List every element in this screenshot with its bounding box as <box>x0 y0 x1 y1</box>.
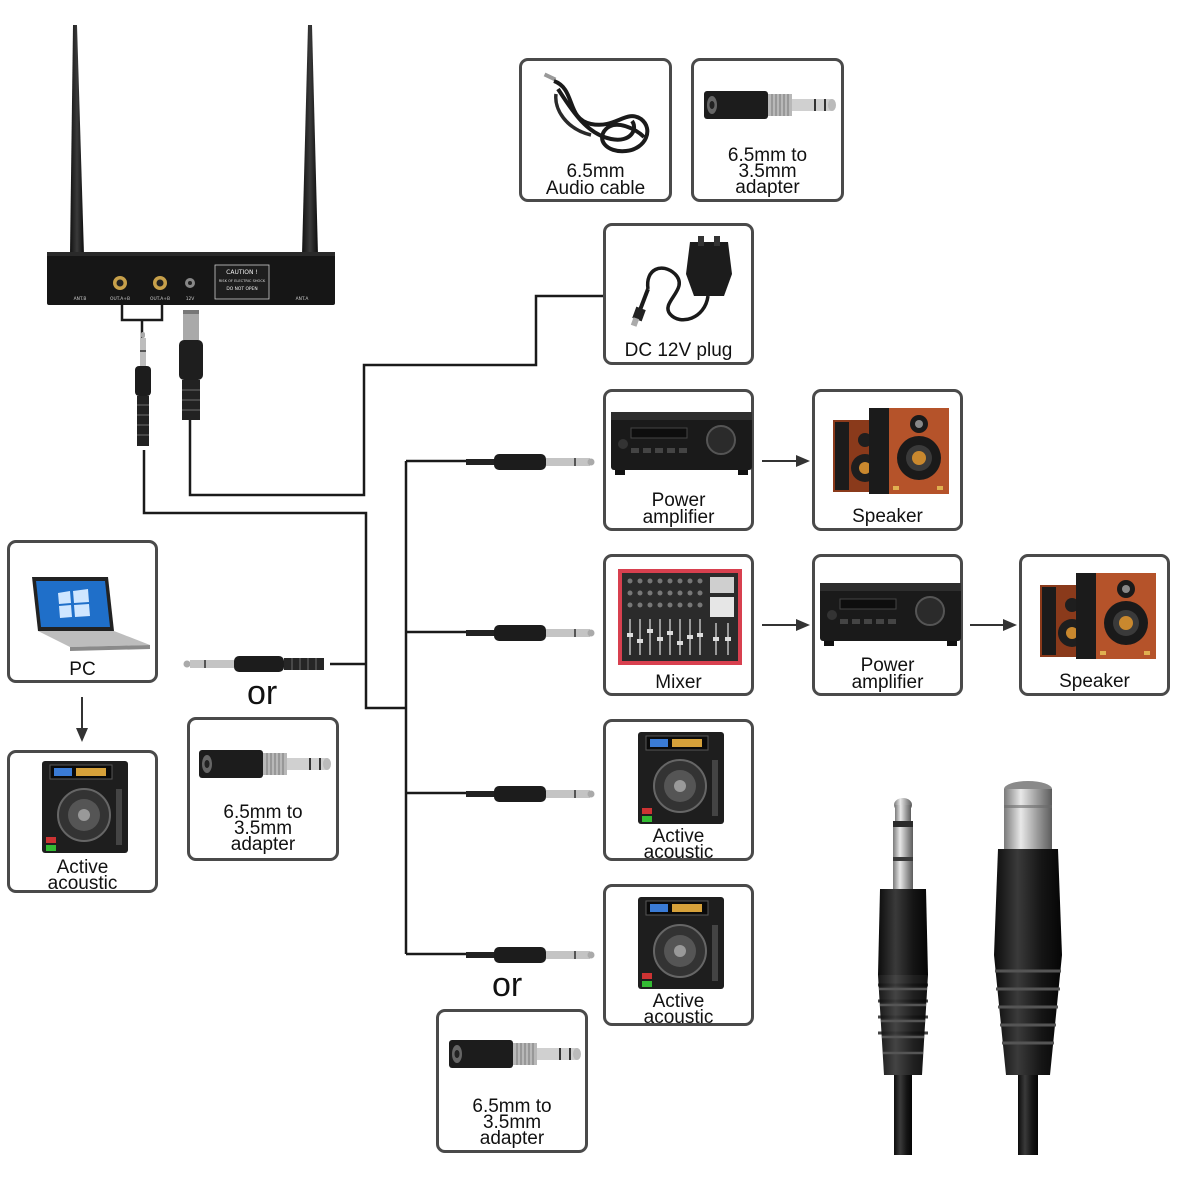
power-amp-2-caption-2: amplifier <box>851 672 924 693</box>
antenna-right-icon <box>302 25 318 255</box>
power-amp-2-caption-1: Power <box>860 655 915 676</box>
adapter-icon <box>449 1040 581 1068</box>
cd-player-icon <box>42 761 128 853</box>
audio-cable-caption-1: 6.5mm <box>566 161 625 182</box>
adapter-top-caption-1: 6.5mm to <box>727 145 808 166</box>
power-amp-box-1: Power amplifier <box>603 389 754 531</box>
audio-cable-icon <box>543 72 650 154</box>
port-label-12v: 12V <box>186 296 195 302</box>
power-amp-1-caption-2: amplifier <box>642 507 715 528</box>
speaker-icon <box>833 408 949 494</box>
adapter-left-caption-2: 3.5mm <box>233 818 293 839</box>
active-acoustic-2-caption-1: Active <box>652 991 705 1012</box>
pc-caption: PC <box>69 659 96 680</box>
adapter-bottom-caption-1: 6.5mm to <box>472 1096 552 1117</box>
port-label-out-1: OUT.A+B <box>110 296 130 302</box>
jack-cable-icon <box>183 656 324 672</box>
dc-plug-box: DC 12V plug <box>603 223 754 365</box>
active-acoustic-box-1: Active acoustic <box>603 719 754 863</box>
caution-warning: DO NOT OPEN <box>226 286 257 292</box>
wireless-receiver: CAUTION ! RISK OF ELECTRIC SHOCK DO NOT … <box>47 25 335 305</box>
audio-cable-caption-2: Audio cable <box>545 178 646 199</box>
jack-cable-icon <box>466 786 595 802</box>
laptop-icon <box>32 577 150 651</box>
plug-closeup-icon <box>878 781 1062 1155</box>
cd-player-icon <box>638 732 724 824</box>
dc-plug-caption: DC 12V plug <box>624 340 733 361</box>
port-label-ant-a: ANT.A <box>296 296 309 302</box>
jack-cable-icon <box>466 625 595 641</box>
active-acoustic-left-caption-1: Active <box>56 857 109 878</box>
active-acoustic-2-caption-2: acoustic <box>643 1007 714 1028</box>
jack-plug-icon <box>135 332 151 446</box>
active-acoustic-box-2: Active acoustic <box>603 884 754 1028</box>
power-amp-box-2: Power amplifier <box>812 554 963 696</box>
mixer-box: Mixer <box>603 554 754 696</box>
speaker-box-2: Speaker <box>1019 554 1170 696</box>
dc-plug-icon <box>179 310 203 420</box>
audio-cable-box: 6.5mm Audio cable <box>519 58 672 202</box>
speaker-icon <box>1040 573 1156 659</box>
adapter-left-caption-3: adapter <box>230 834 296 855</box>
pc-box: PC <box>7 540 158 683</box>
speaker-2-caption: Speaker <box>1059 671 1130 692</box>
power-amp-1-caption-1: Power <box>651 490 706 511</box>
adapter-top-caption-3: adapter <box>735 177 800 198</box>
caution-line: RISK OF ELECTRIC SHOCK <box>219 279 266 283</box>
adapter-box-bottom: 6.5mm to 3.5mm adapter <box>436 1009 588 1153</box>
adapter-icon <box>704 91 836 119</box>
power-amplifier-icon <box>820 583 961 646</box>
adapter-bottom-caption-2: 3.5mm <box>482 1112 542 1133</box>
power-amplifier-icon <box>611 412 752 475</box>
adapter-icon <box>199 750 331 778</box>
speaker-1-caption: Speaker <box>852 506 923 527</box>
or-label-bottom: or <box>492 966 523 1004</box>
or-label-left: or <box>247 674 278 712</box>
caution-title: CAUTION ! <box>226 269 258 276</box>
active-acoustic-1-caption-1: Active <box>652 826 705 847</box>
jack-cable-icon <box>466 947 595 963</box>
antenna-left-icon <box>70 25 84 255</box>
adapter-box-left: 6.5mm to 3.5mm adapter <box>187 717 339 861</box>
jack-cable-icon <box>466 454 595 470</box>
port-label-ant-b: ANT.B <box>74 296 87 302</box>
adapter-bottom-caption-3: adapter <box>479 1128 545 1149</box>
adapter-left-caption-1: 6.5mm to <box>223 802 303 823</box>
active-acoustic-left-caption-2: acoustic <box>47 873 118 894</box>
mixer-icon <box>618 569 742 665</box>
adapter-top-caption-2: 3.5mm <box>738 161 797 182</box>
active-acoustic-1-caption-2: acoustic <box>643 842 714 863</box>
mixer-caption: Mixer <box>655 672 702 693</box>
power-adapter-icon <box>630 236 732 327</box>
adapter-box-top: 6.5mm to 3.5mm adapter <box>691 58 844 202</box>
port-label-out-2: OUT.A+B <box>150 296 170 302</box>
cd-player-icon <box>638 897 724 989</box>
speaker-box-1: Speaker <box>812 389 963 531</box>
active-acoustic-box-left: Active acoustic <box>7 750 158 893</box>
